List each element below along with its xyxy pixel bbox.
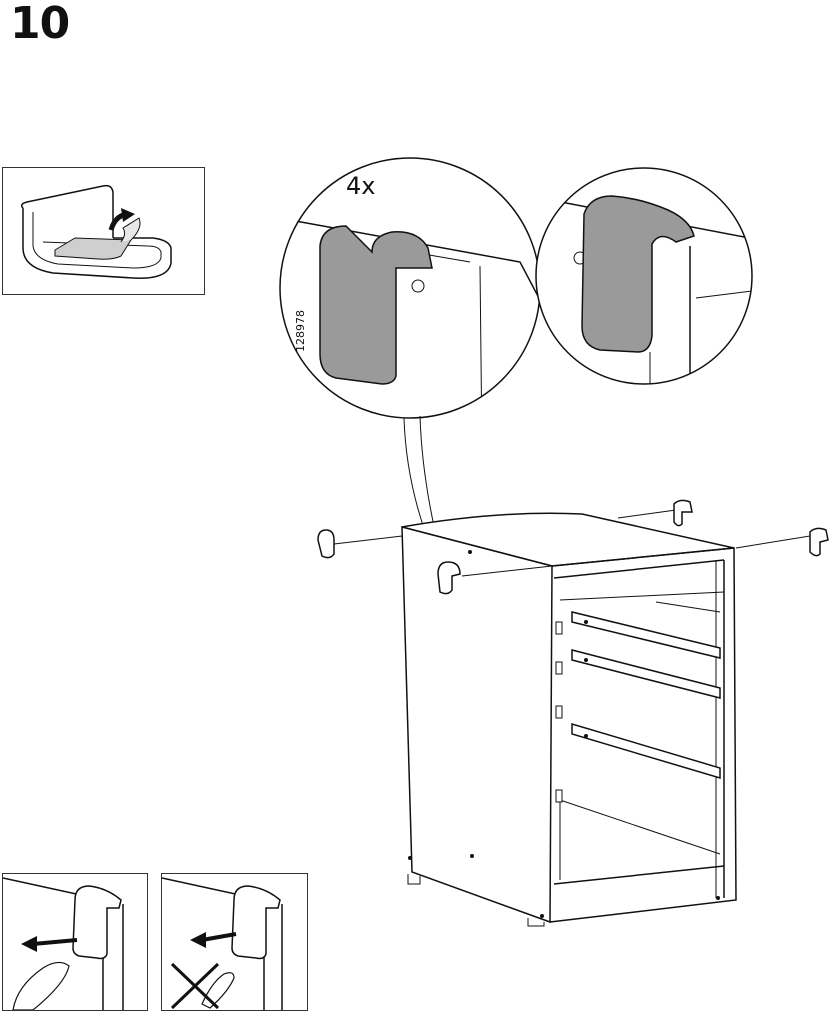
felt-bumper-icon bbox=[674, 500, 692, 525]
correct-removal-icon bbox=[3, 874, 147, 1010]
magnified-callout bbox=[280, 158, 540, 552]
magnified-detail-right bbox=[536, 168, 760, 400]
felt-bumper-icon bbox=[810, 528, 828, 555]
tip-incorrect bbox=[161, 873, 308, 1011]
tip-correct bbox=[2, 873, 148, 1011]
felt-bumper-icon bbox=[318, 530, 334, 558]
incorrect-removal-icon bbox=[162, 874, 307, 1010]
cross-mark-icon bbox=[172, 964, 218, 1008]
part-number: 128978 bbox=[294, 310, 307, 352]
quantity-label: 4x bbox=[346, 172, 375, 200]
